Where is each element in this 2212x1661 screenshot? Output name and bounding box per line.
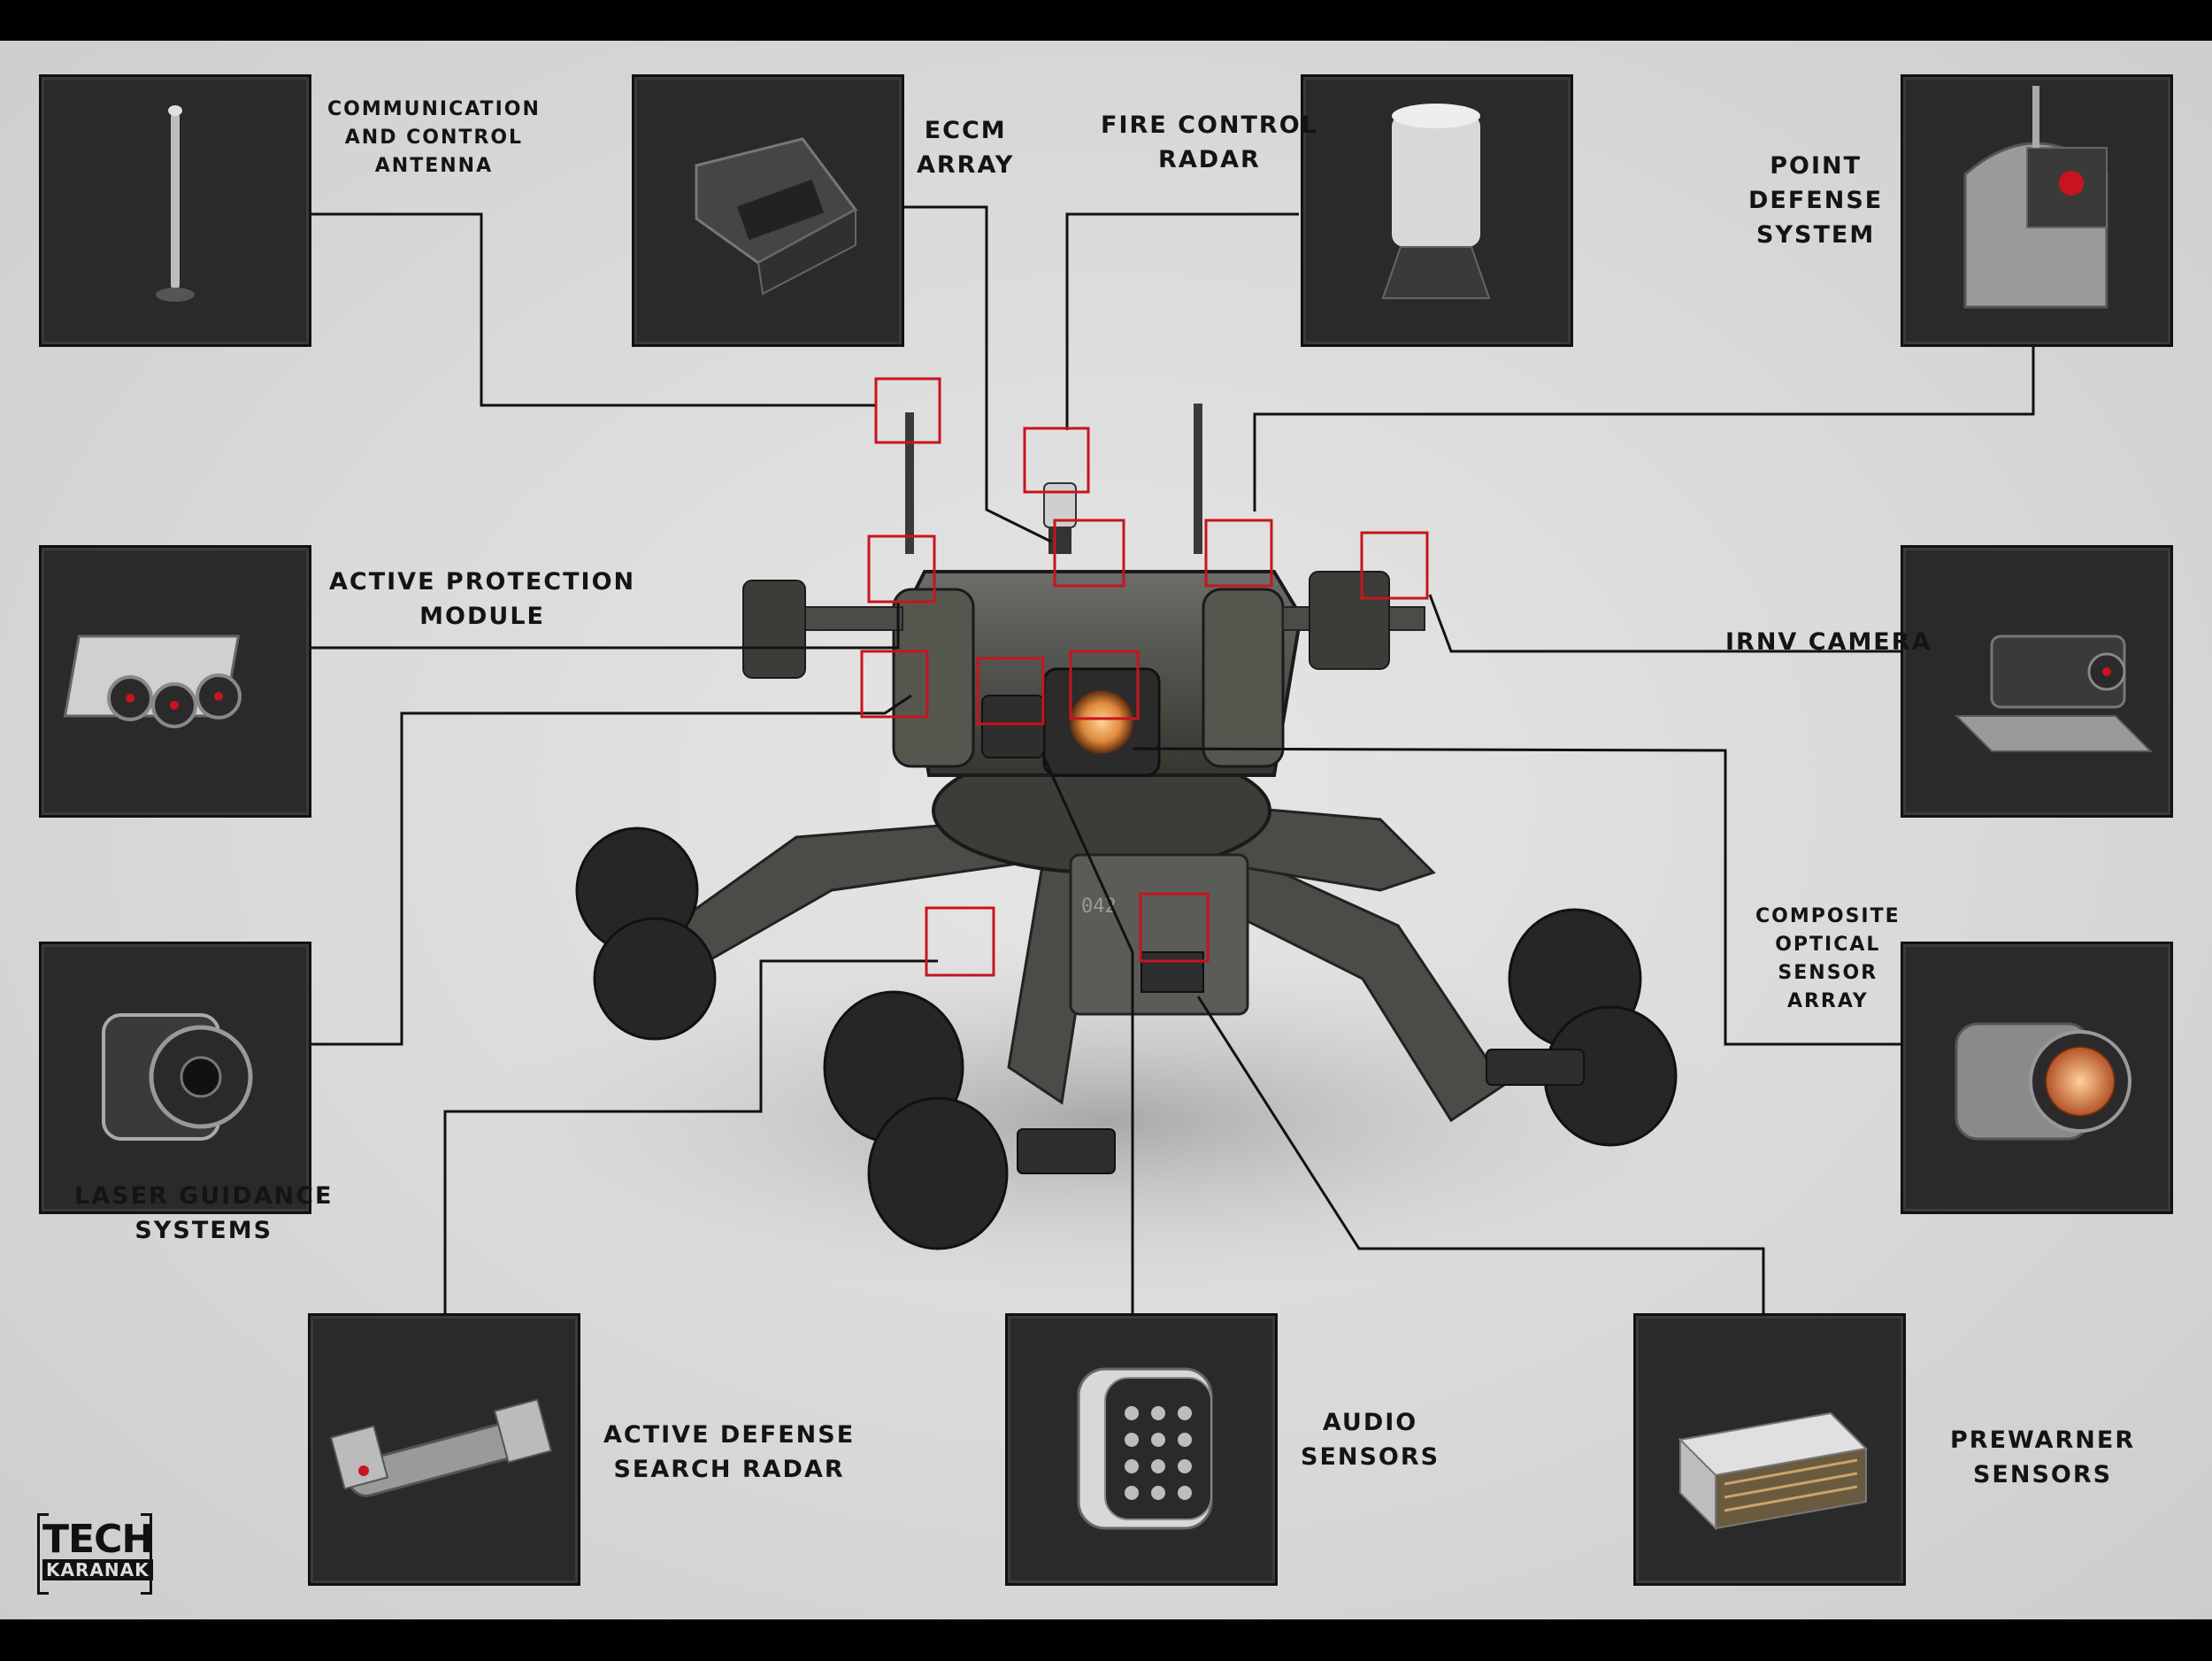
panel-laser-guidance-systems — [39, 942, 311, 1214]
prewarner-sensor-icon — [1678, 1411, 1869, 1531]
panel-point-defense-system — [1901, 74, 2173, 347]
panel-prewarner-sensors — [1633, 1313, 1906, 1586]
panel-eccm-array — [632, 74, 904, 347]
irnv-camera-icon — [1954, 634, 2154, 752]
panel-comm-antenna — [39, 74, 311, 347]
audio-sensor-icon — [1077, 1367, 1213, 1530]
panel-fire-control-radar — [1301, 74, 1573, 347]
panel-audio-sensors — [1005, 1313, 1278, 1586]
top-letterbox-bar — [0, 0, 2212, 41]
left-pod — [892, 588, 975, 768]
panel-active-defense-search-radar — [308, 1313, 580, 1586]
panel-composite-optical-sensor-array — [1901, 942, 2173, 1214]
bottom-letterbox-bar — [0, 1619, 2212, 1661]
logo-line2: KARANAK — [42, 1559, 153, 1580]
composite-optical-sensor-icon — [1955, 1022, 2131, 1141]
laser-guidance-icon — [102, 1013, 253, 1141]
search-radar-tube-icon — [329, 1398, 553, 1497]
logo-line1: TECH — [42, 1517, 154, 1562]
diagram-canvas: 042 — [0, 41, 2212, 1619]
antenna-left — [905, 412, 914, 554]
radar-canister — [1043, 482, 1077, 528]
central-optic-lens — [1070, 690, 1133, 754]
tech-karanak-logo: TECH KARANAK — [37, 1513, 154, 1595]
point-defense-turret-icon — [1963, 86, 2108, 309]
antenna-icon — [156, 105, 195, 302]
panel-irnv-camera — [1901, 545, 2173, 818]
label-irnv-camera: IRNV CAMERA — [1725, 628, 1932, 656]
antenna-right — [1194, 404, 1202, 554]
right-arm-gun — [1309, 571, 1390, 670]
panel-active-protection-module — [39, 545, 311, 818]
vehicle-marking: 042 — [1081, 896, 1117, 918]
eccm-array-icon — [695, 137, 858, 296]
active-protection-module-icon — [63, 634, 242, 728]
right-pod — [1202, 588, 1285, 768]
radar-canister-icon — [1381, 104, 1491, 299]
left-arm-gun — [742, 580, 806, 679]
